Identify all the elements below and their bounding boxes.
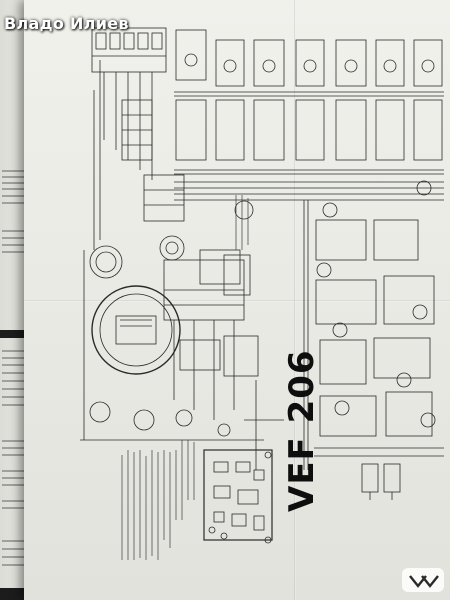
amplifier-section [303,200,444,500]
transistors [184,53,436,428]
tuning-capacitor [80,235,264,441]
component-notes [121,195,249,560]
switch-bank [91,27,167,180]
signal-bus [93,60,185,250]
fold-crease [24,300,450,302]
seller-watermark: Владо Илиев [4,14,129,33]
model-label: VEF 206 [282,349,322,512]
bazar-bg-logo-icon [402,568,444,592]
pcb-layout [203,449,273,544]
rf-stages [174,29,444,201]
front-end [163,249,284,470]
circuit-diagram [80,27,444,560]
